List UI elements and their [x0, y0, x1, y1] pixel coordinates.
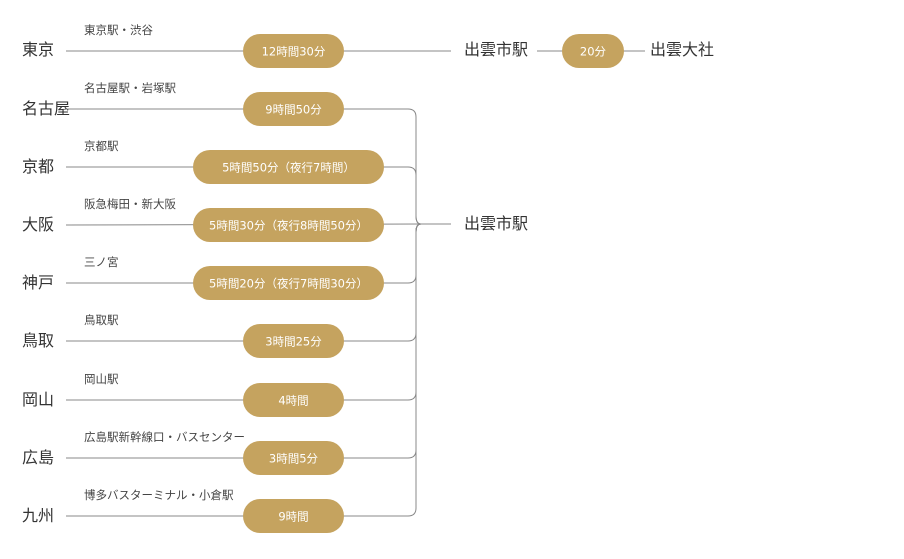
top-route-destination: 出雲市駅: [464, 40, 528, 59]
route-duration: 9時間50分: [265, 103, 322, 117]
route-duration-pill: [243, 499, 344, 533]
route-duration-pill: [243, 324, 344, 358]
route-origin: 鳥取: [22, 331, 54, 350]
hub: 出雲市駅: [421, 214, 528, 233]
hub-label: 出雲市駅: [464, 214, 528, 233]
route-duration-pill: [193, 208, 384, 242]
route-duration-pill: [193, 266, 384, 300]
route-duration: 5時間30分（夜行8時間50分）: [209, 219, 368, 233]
route-station: 阪急梅田・新大阪: [84, 197, 176, 211]
final-leg-duration-pill: [562, 34, 624, 68]
route-line: [66, 166, 422, 225]
top-route-station: 東京駅・渋谷: [84, 23, 153, 37]
route-origin: 名古屋: [22, 99, 70, 118]
route-origin: 岡山: [22, 390, 54, 409]
route-duration: 5時間50分（夜行7時間）: [222, 161, 355, 175]
top-route: 東京駅・渋谷 東京 12時間30分 出雲市駅 20分 出雲大社: [22, 23, 714, 68]
route-line: [66, 223, 422, 401]
route-duration-pill: [243, 383, 344, 417]
route-duration: 5時間20分（夜行7時間30分）: [209, 277, 368, 291]
route-station: 名古屋駅・岩塚駅: [84, 81, 176, 95]
top-route-duration-pill: [243, 34, 344, 68]
route-station: 鳥取駅: [84, 313, 119, 327]
route-line: [66, 223, 422, 517]
route-duration-pill: [193, 150, 384, 184]
route-origin: 九州: [22, 506, 54, 525]
top-route-duration: 12時間30分: [262, 45, 326, 59]
route-station: 博多バスターミナル・小倉駅: [84, 488, 234, 502]
top-route-origin: 東京: [22, 40, 54, 59]
route-station: 三ノ宮: [84, 255, 119, 269]
route-duration: 3時間5分: [269, 452, 319, 466]
route-duration: 3時間25分: [265, 335, 322, 349]
route-origin: 京都: [22, 157, 54, 176]
route-station: 京都駅: [84, 139, 119, 153]
route-origin: 大阪: [22, 215, 54, 234]
route-duration: 9時間: [278, 510, 308, 524]
final-leg-duration: 20分: [580, 45, 607, 59]
route-station: 岡山駅: [84, 372, 119, 386]
route-duration: 4時間: [278, 394, 308, 408]
route-origin: 広島: [22, 448, 54, 467]
final-destination: 出雲大社: [650, 40, 714, 59]
route-origin: 神戸: [22, 273, 54, 292]
route-duration-pill: [243, 92, 344, 126]
route-station: 広島駅新幹線口・バスセンター: [84, 430, 245, 444]
route-duration-pill: [243, 441, 344, 475]
